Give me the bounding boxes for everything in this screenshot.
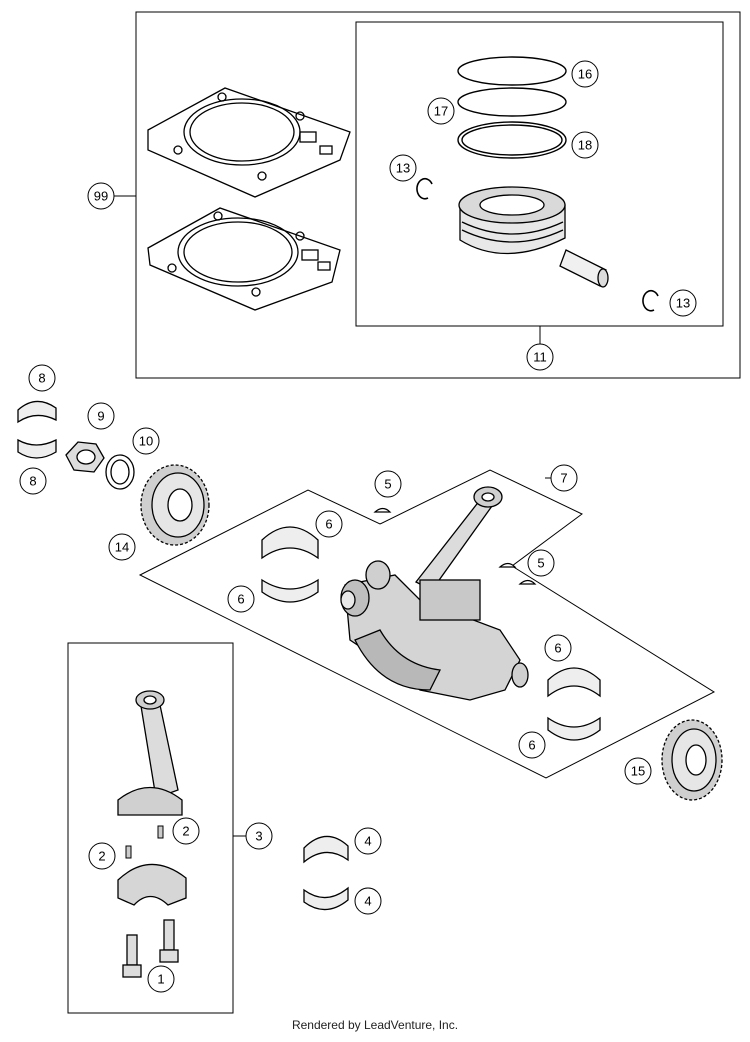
callout-label: 4	[364, 834, 371, 849]
kit-box-99	[135, 11, 741, 379]
circlip-left	[416, 177, 433, 200]
callout-label: 99	[94, 189, 108, 204]
conrod-cap	[117, 863, 187, 906]
crankshaft	[340, 560, 529, 701]
callout-label: 6	[325, 517, 332, 532]
dowel-2-a	[125, 845, 132, 859]
callout-label: 5	[384, 477, 391, 492]
callout-label: 18	[578, 138, 592, 153]
callout-label: 1	[157, 972, 164, 987]
callout: 10	[132, 427, 160, 455]
kit-box-3	[67, 642, 234, 1014]
callout-label: 13	[396, 161, 410, 176]
gear-15	[661, 719, 723, 801]
callout-label: 9	[97, 409, 104, 424]
callout: 16	[571, 60, 599, 88]
bearing-shell-8-top	[17, 400, 57, 424]
callout-label: 5	[537, 556, 544, 571]
callout: 6	[518, 731, 546, 759]
washer-10	[105, 454, 135, 490]
callout-label: 8	[29, 474, 36, 489]
callout-label: 17	[434, 104, 448, 119]
callout: 6	[227, 585, 255, 613]
conrod-bolt-a	[122, 934, 142, 978]
callout-label: 11	[533, 350, 547, 365]
connecting-rod	[117, 690, 183, 816]
callout-label: 8	[38, 371, 45, 386]
piston	[458, 186, 566, 255]
bearing-shell-6-a	[261, 526, 319, 560]
cylinder-head-gasket-top	[147, 87, 351, 198]
callout-label: 6	[554, 641, 561, 656]
callout-label: 2	[182, 824, 189, 839]
bearing-shell-6-d	[547, 716, 601, 741]
callout: 15	[624, 757, 652, 785]
callout: 7	[550, 464, 578, 492]
bearing-shell-6-c	[547, 667, 601, 698]
callout: 17	[427, 97, 455, 125]
bearing-shell-6-b	[261, 578, 319, 603]
callout-label: 10	[139, 434, 153, 449]
gear-14	[140, 464, 210, 546]
callout-label: 4	[364, 894, 371, 909]
callout: 4	[354, 887, 382, 915]
callout: 5	[527, 549, 555, 577]
callout: 4	[354, 827, 382, 855]
callout: 5	[374, 470, 402, 498]
crankshaft-plane	[138, 469, 716, 779]
callout-label: 6	[237, 592, 244, 607]
callout-label: 6	[528, 738, 535, 753]
footer-credit: Rendered by LeadVenture, Inc.	[291, 1018, 459, 1032]
connecting-rod-assembled	[414, 486, 503, 591]
callout-label: 7	[560, 471, 567, 486]
dowel-2-b	[157, 825, 164, 839]
cylinder-base-gasket	[147, 207, 341, 311]
callout: 3	[245, 822, 273, 850]
piston-pin	[559, 249, 609, 288]
bearing-shell-4-bottom	[303, 886, 349, 911]
key-5-right-b	[518, 579, 537, 585]
key-5-top	[373, 507, 392, 513]
nut-9	[65, 441, 105, 473]
callout: 2	[88, 842, 116, 870]
callout: 6	[544, 634, 572, 662]
bearing-shell-8-bottom	[17, 438, 57, 459]
callout-label: 3	[255, 829, 262, 844]
callout: 13	[669, 289, 697, 317]
callout-label: 14	[115, 540, 129, 555]
key-5-right	[498, 562, 517, 568]
callout: 1	[147, 965, 175, 993]
callout-label: 2	[98, 849, 105, 864]
callout: 14	[108, 533, 136, 561]
callout: 2	[172, 817, 200, 845]
callout: 6	[315, 510, 343, 538]
callout: 8	[28, 364, 56, 392]
callout: 8	[19, 467, 47, 495]
bearing-shell-4-top	[303, 835, 349, 864]
callout: 11	[526, 343, 554, 371]
callout: 9	[87, 402, 115, 430]
callout-label: 13	[676, 296, 690, 311]
circlip-right	[642, 289, 659, 312]
callout-label: 15	[631, 764, 645, 779]
callout-label: 16	[578, 67, 592, 82]
callout: 18	[571, 131, 599, 159]
callout: 13	[389, 154, 417, 182]
conrod-bolt-b	[159, 919, 179, 963]
piston-rings	[457, 56, 567, 159]
callout: 99	[87, 182, 115, 210]
